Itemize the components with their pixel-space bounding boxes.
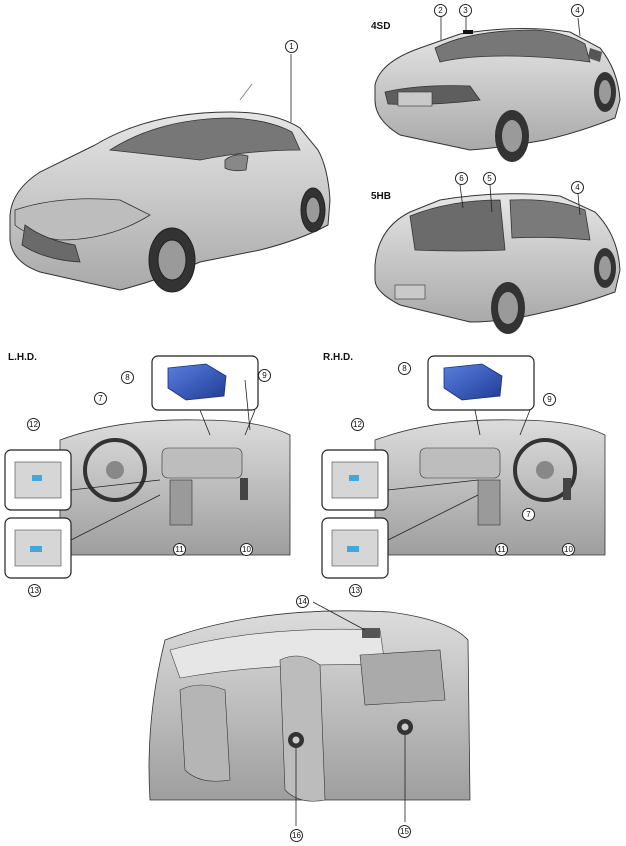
callout-12-rhd: 12	[351, 418, 364, 431]
callout-13-lhd: 13	[28, 584, 41, 597]
callout-11-lhd: 11	[173, 543, 186, 556]
sedan-section-label: 4SD	[371, 21, 391, 32]
callout-8-lhd: 8	[121, 371, 134, 384]
callout-12-lhd: 12	[27, 418, 40, 431]
callout-2: 2	[434, 4, 447, 17]
callout-7-lhd: 7	[94, 392, 107, 405]
callout-6: 6	[455, 172, 468, 185]
sedan-rear-illustration	[374, 17, 621, 162]
callout-11-rhd: 11	[495, 543, 508, 556]
callout-3: 3	[459, 4, 472, 17]
hatchback-rear-illustration	[374, 184, 621, 334]
callout-10-lhd: 10	[240, 543, 253, 556]
callout-4-sedan: 4	[571, 4, 584, 17]
callout-9-rhd: 9	[543, 393, 556, 406]
callout-9-lhd: 9	[258, 369, 271, 382]
cabin-interior-illustration	[148, 601, 471, 826]
callout-7-rhd: 7	[522, 508, 535, 521]
callout-4-hatchback: 4	[571, 181, 584, 194]
lhd-section-label: L.H.D.	[8, 352, 37, 363]
callout-15: 15	[398, 825, 411, 838]
lhd-dashboard-illustration	[4, 355, 291, 579]
rhd-section-label: R.H.D.	[323, 352, 353, 363]
callout-1: 1	[285, 40, 298, 53]
callout-14: 14	[296, 595, 309, 608]
hatchback-section-label: 5HB	[371, 191, 392, 202]
rhd-dashboard-illustration	[321, 355, 606, 579]
callout-5: 5	[483, 172, 496, 185]
callout-10-rhd: 10	[562, 543, 575, 556]
front-car-illustration	[9, 54, 331, 293]
callout-16: 16	[290, 829, 303, 842]
callout-8-rhd: 8	[398, 362, 411, 375]
callout-13-rhd: 13	[349, 584, 362, 597]
